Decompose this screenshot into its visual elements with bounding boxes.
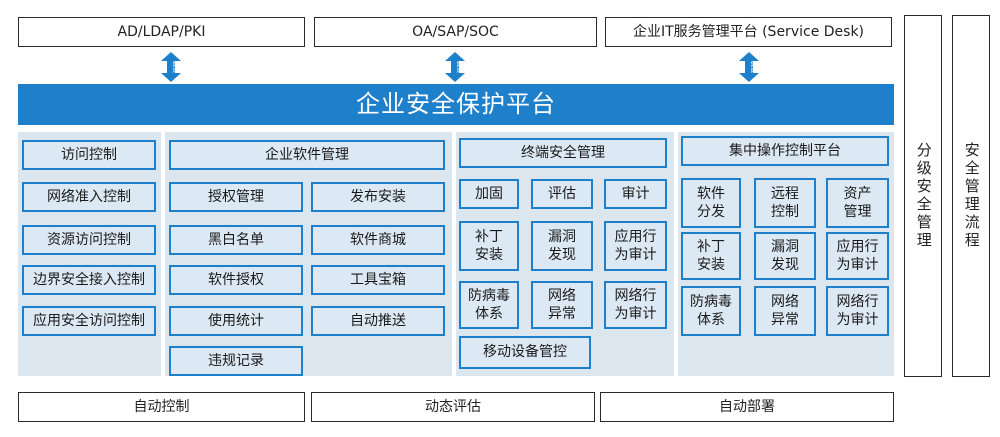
endpoint-item: 移动设备管控 [459, 336, 591, 369]
endpoint-item: 补丁 安装 [459, 221, 519, 271]
top-system-oa-sap-soc: OA/SAP/SOC [314, 17, 597, 47]
bottom-dynamic-assessment: 动态评估 [311, 392, 595, 422]
software-item: 软件授权 [169, 265, 303, 295]
software-item: 软件商城 [311, 225, 445, 255]
platform-title: 企业安全保护平台 [18, 84, 894, 125]
software-item: 使用统计 [169, 306, 303, 336]
central-item: 网络 异常 [754, 286, 816, 336]
endpoint-item: 网络 异常 [531, 281, 593, 329]
central-item: 网络行 为审计 [826, 286, 889, 336]
access-item: 资源访问控制 [22, 225, 156, 255]
software-item: 违规记录 [169, 346, 303, 376]
central-item: 远程 控制 [754, 178, 816, 228]
software-item: 工具宝箱 [311, 265, 445, 295]
endpoint-title: 终端安全管理 [459, 138, 667, 168]
software-item: 发布安装 [311, 182, 445, 212]
endpoint-item: 审计 [604, 179, 667, 209]
endpoint-item: 评估 [531, 179, 593, 209]
side-label-text: 安全管理流程 [962, 142, 981, 250]
integration-label: 集成 [455, 61, 462, 73]
side-label-security-process: 安全管理流程 [952, 15, 990, 377]
access-item: 访问控制 [22, 140, 156, 170]
integration-arrow-3: 集成 [738, 52, 760, 82]
integration-label: 集成 [171, 61, 178, 73]
bottom-auto-deployment: 自动部署 [600, 392, 894, 422]
access-item: 网络准入控制 [22, 182, 156, 212]
side-label-text: 分级安全管理 [914, 142, 933, 250]
top-system-service-desk: 企业IT服务管理平台 (Service Desk) [605, 17, 892, 47]
central-item: 资产 管理 [826, 178, 889, 228]
software-item: 自动推送 [311, 306, 445, 336]
side-label-graded-security: 分级安全管理 [904, 15, 942, 377]
access-item: 边界安全接入控制 [22, 265, 156, 295]
central-item: 补丁 安装 [681, 232, 741, 280]
endpoint-item: 网络行 为审计 [604, 281, 667, 329]
integration-arrow-1: 集成 [160, 52, 182, 82]
software-item: 黑白名单 [169, 225, 303, 255]
top-system-ad-ldap-pki: AD/LDAP/PKI [18, 17, 305, 47]
endpoint-item: 防病毒 体系 [459, 281, 519, 329]
central-item: 软件 分发 [681, 178, 741, 228]
central-item: 防病毒 体系 [681, 286, 741, 336]
access-item: 应用安全访问控制 [22, 306, 156, 336]
software-item: 授权管理 [169, 182, 303, 212]
endpoint-item: 漏洞 发现 [531, 221, 593, 271]
software-title: 企业软件管理 [169, 140, 445, 170]
integration-label: 集成 [749, 61, 756, 73]
central-item: 应用行 为审计 [826, 232, 889, 280]
central-title: 集中操作控制平台 [681, 136, 889, 166]
endpoint-item: 加固 [459, 179, 519, 209]
integration-arrow-2: 集成 [444, 52, 466, 82]
central-item: 漏洞 发现 [754, 232, 816, 280]
endpoint-item: 应用行 为审计 [604, 221, 667, 271]
bottom-auto-control: 自动控制 [18, 392, 305, 422]
